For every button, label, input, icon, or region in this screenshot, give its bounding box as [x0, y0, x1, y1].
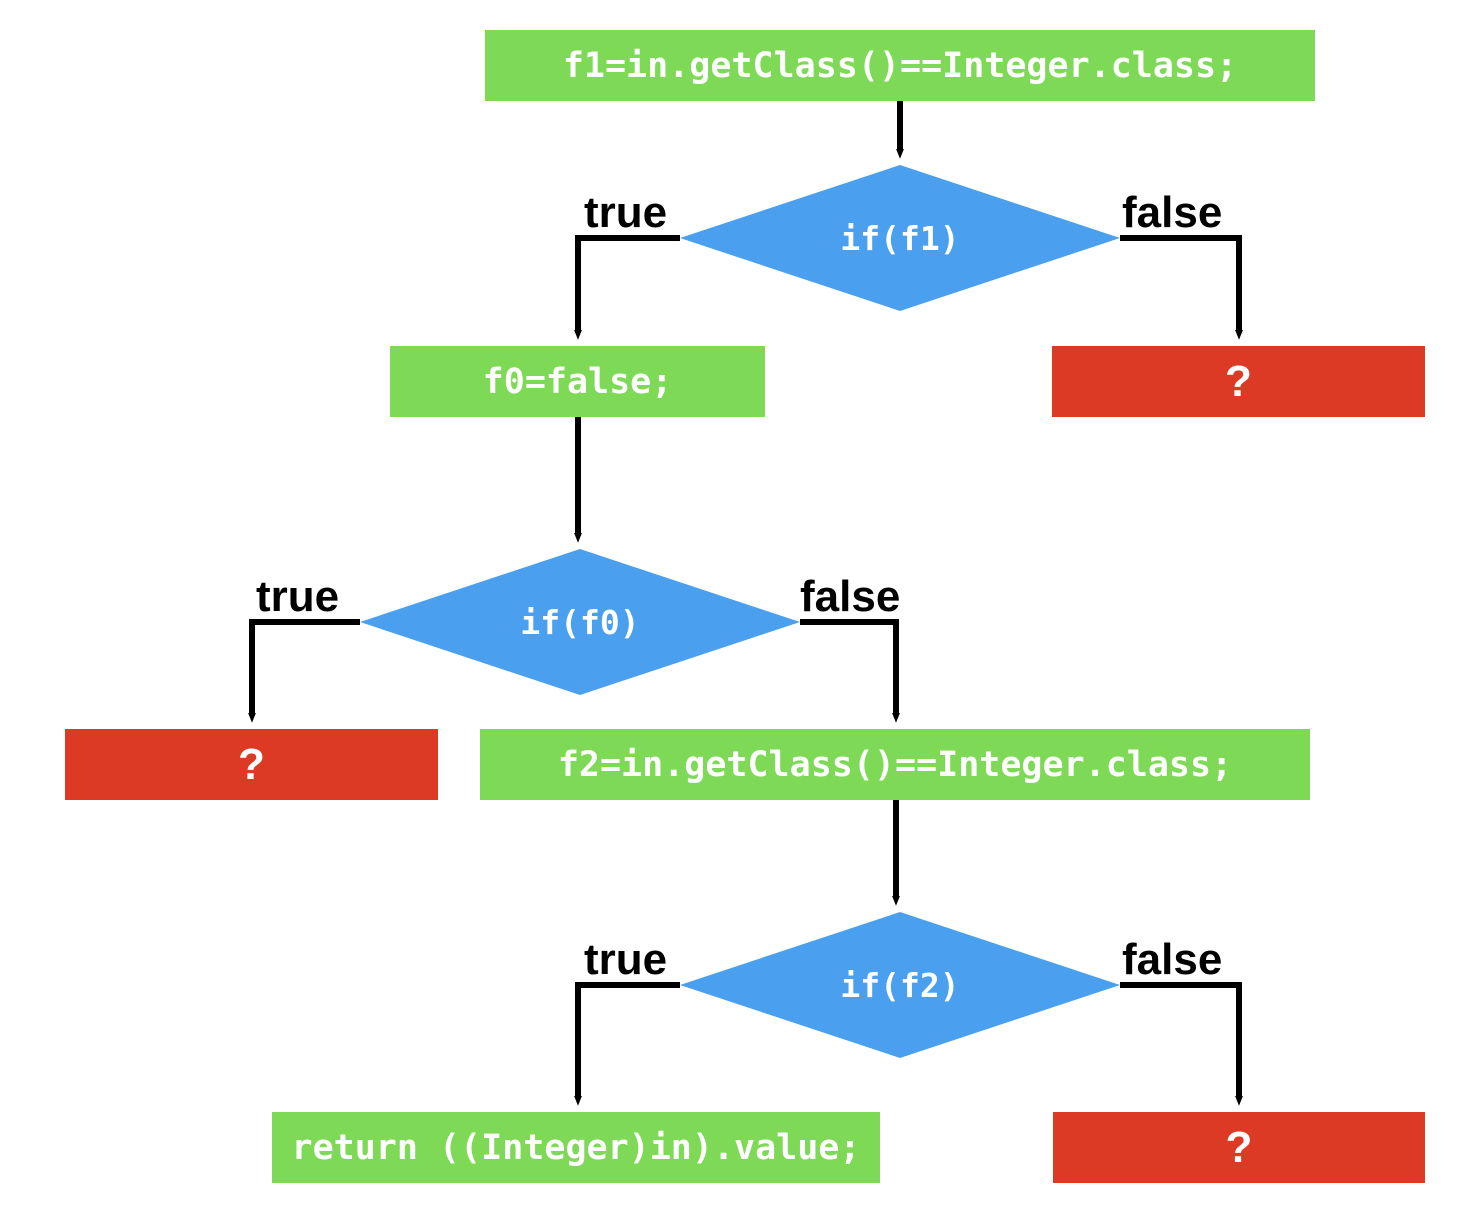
diamond-shape [680, 165, 1120, 311]
node-label: f1=in.getClass()==Integer.class; [562, 45, 1238, 86]
decision-label: if(f0) [520, 602, 640, 642]
node-label: ? [1225, 1122, 1253, 1172]
edge-label-false: false [800, 572, 901, 621]
edge-e3 [1120, 235, 1243, 340]
unknown-node-n7[interactable]: ? [1053, 1112, 1425, 1183]
edge-label-true: true [256, 572, 340, 621]
node-label: ? [1225, 356, 1252, 406]
edge-e6 [800, 619, 900, 723]
edge-label-false: false [1122, 188, 1223, 237]
node-label: return ((Integer)in).value; [291, 1127, 861, 1168]
edge-e2 [574, 235, 680, 340]
node-label: f2=in.getClass()==Integer.class; [557, 744, 1233, 785]
diamond-shape [680, 912, 1120, 1058]
edge-e9 [1120, 982, 1243, 1106]
process-node-n2[interactable]: f0=false; [390, 346, 765, 417]
process-node-n1[interactable]: f1=in.getClass()==Integer.class; [485, 30, 1315, 101]
decision-node-d2[interactable]: if(f0) [360, 549, 800, 695]
unknown-node-n4[interactable]: ? [65, 729, 438, 800]
edge-e5 [248, 619, 360, 723]
process-node-n6[interactable]: return ((Integer)in).value; [272, 1112, 880, 1183]
decision-label: if(f1) [840, 218, 960, 258]
decision-node-d1[interactable]: if(f1) [680, 165, 1120, 311]
edge-e8 [574, 982, 680, 1106]
node-label: ? [238, 739, 265, 789]
diamond-shape [360, 549, 800, 695]
decision-node-d3[interactable]: if(f2) [680, 912, 1120, 1058]
process-node-n5[interactable]: f2=in.getClass()==Integer.class; [480, 729, 1310, 800]
unknown-node-n3[interactable]: ? [1052, 346, 1425, 417]
node-label: f0=false; [482, 361, 673, 402]
edge-label-false: false [1122, 935, 1223, 984]
edge-label-true: true [584, 188, 668, 237]
decision-label: if(f2) [840, 965, 960, 1005]
edge-label-true: true [584, 935, 668, 984]
